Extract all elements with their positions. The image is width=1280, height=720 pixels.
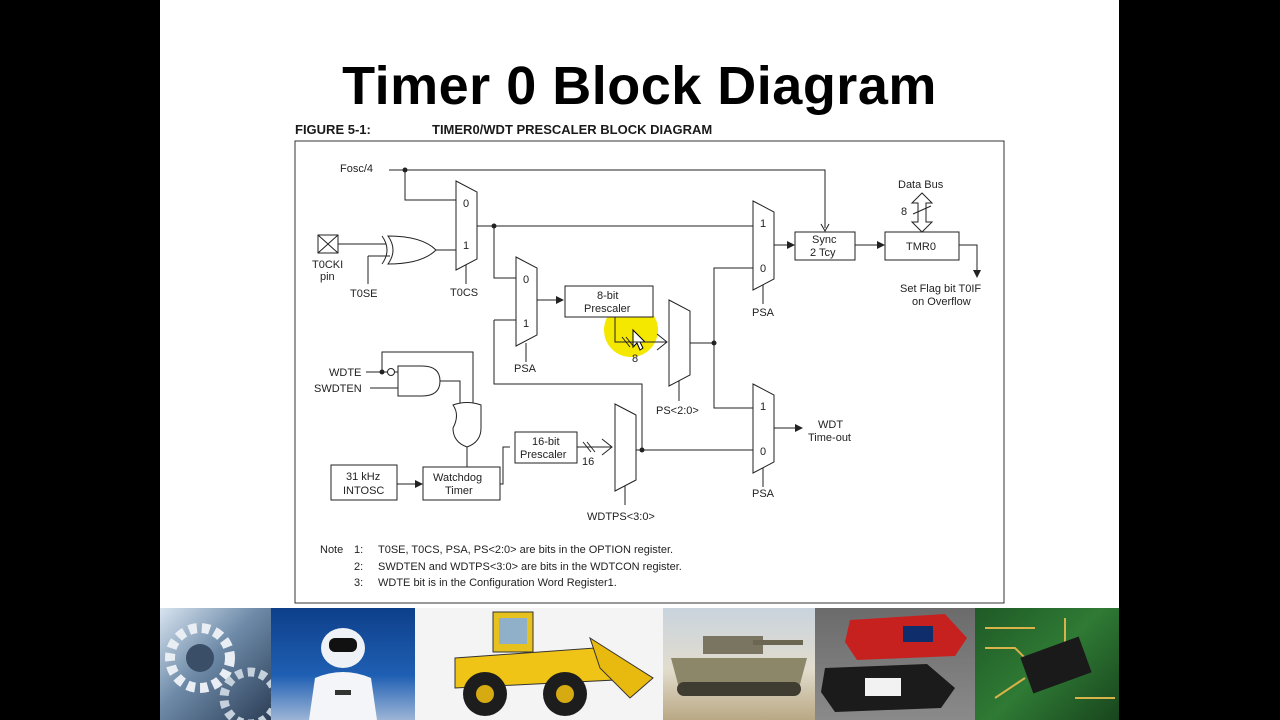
psa-label-1: PSA [514,363,537,375]
watchdog-label-1: Watchdog [433,472,482,484]
mux-psa1-1: 1 [523,318,529,330]
note-heading: Note [320,544,343,556]
photo-strip [160,608,1119,720]
wdt-timeout-label-2: Time-out [808,432,851,444]
bus8-label: 8 [632,353,638,365]
circuit-board-image [975,608,1119,720]
chip-icon [985,618,1115,699]
mux-psa1-0: 0 [523,274,529,286]
mux-psa3-1: 1 [760,401,766,413]
swdten-label: SWDTEN [314,383,362,395]
intosc-label-2: INTOSC [343,485,384,497]
psa-label-3: PSA [752,488,775,500]
robot-icon [309,628,377,720]
bus16-label: 16 [582,456,594,468]
prescaler8-label-1: 8-bit [597,290,618,302]
wdte-label: WDTE [329,367,361,379]
data-bus-width: 8 [901,206,907,218]
note-2-text: SWDTEN and WDTPS<3:0> are bits in the WD… [378,561,682,573]
race-car-icon [821,614,967,712]
intosc-label-1: 31 kHz [346,471,380,483]
prescaler8-label-2: Prescaler [584,303,631,315]
t0se-label: T0SE [350,288,378,300]
set-flag-label-1: Set Flag bit T0IF [900,283,981,295]
wdt-timeout-label-1: WDT [818,419,843,431]
wheel-loader-image [415,608,663,720]
tmr0-label: TMR0 [906,241,936,253]
t0cs-label: T0CS [450,287,478,299]
tank-icon [671,636,807,696]
slide: Timer 0 Block Diagram FIGURE 5-1: TIMER0… [160,0,1119,720]
mux-psa2-0: 0 [760,263,766,275]
note-1-text: T0SE, T0CS, PSA, PS<2:0> are bits in the… [378,544,673,556]
gear-icon [165,623,271,720]
t0cki-pin-label-1: T0CKI [312,259,343,271]
prescaler16-label-2: Prescaler [520,449,567,461]
t0cki-pin-label-2: pin [320,271,335,283]
diagram-frame [294,140,1005,604]
ps-label: PS<2:0> [656,405,699,417]
mux-psa3-0: 0 [760,446,766,458]
note-3-num: 3: [354,577,363,589]
gears-image [160,608,271,720]
sync-label-1: Sync [812,234,837,246]
block-diagram: Fosc/4 T0CKI pin T0SE 0 1 T0CS 0 1 PSA [294,140,1005,604]
figure-title: TIMER0/WDT PRESCALER BLOCK DIAGRAM [432,122,713,137]
data-bus-label: Data Bus [898,179,944,191]
loader-icon [454,611,654,716]
note-1-num: 1: [354,544,363,556]
fosc-label: Fosc/4 [340,163,373,175]
mux-t0cs-0: 0 [463,198,469,210]
race-cars-image [815,608,975,720]
slide-title: Timer 0 Block Diagram [342,56,937,116]
figure-label: FIGURE 5-1: [295,122,371,137]
prescaler16-label-1: 16-bit [532,436,560,448]
sync-label-2: 2 Tcy [810,247,836,259]
psa-label-2: PSA [752,307,775,319]
mux-psa2-1: 1 [760,218,766,230]
mux-t0cs-1: 1 [463,240,469,252]
wdtps-label: WDTPS<3:0> [587,511,655,523]
watchdog-label-2: Timer [445,485,473,497]
asimo-robot-image [271,608,415,720]
tank-image [663,608,815,720]
note-3-text: WDTE bit is in the Configuration Word Re… [378,577,617,589]
set-flag-label-2: on Overflow [912,296,971,308]
note-2-num: 2: [354,561,363,573]
